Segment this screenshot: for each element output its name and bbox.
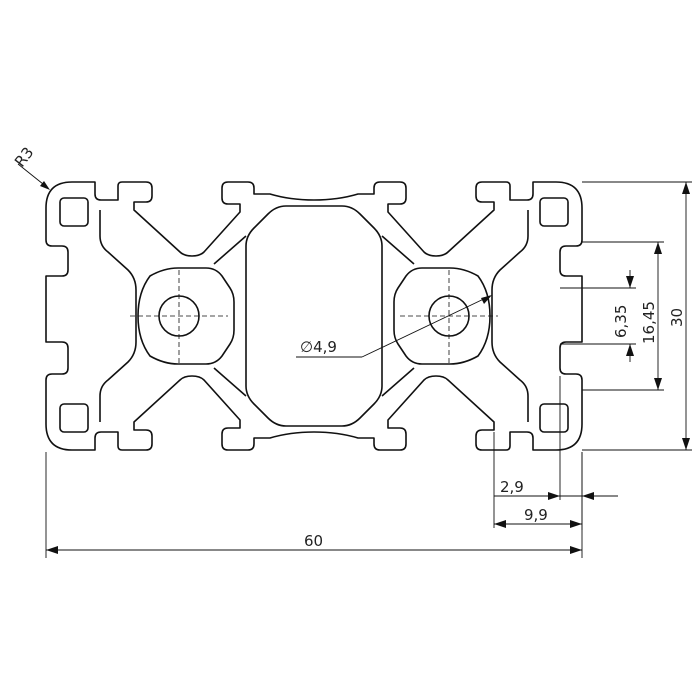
lip-thickness-dimension: 2,9	[493, 376, 618, 528]
left-inner-web	[99, 210, 137, 422]
lip-thickness-label: 2,9	[500, 478, 524, 496]
width-dimension: 60	[45, 452, 583, 558]
height-label: 30	[668, 308, 686, 327]
web-right-lower	[381, 367, 415, 397]
web-left-lower	[213, 367, 247, 397]
profile-outer-contour	[45, 181, 583, 451]
corner-cavity-top-left	[59, 197, 89, 227]
left-core	[137, 267, 235, 365]
slot-width-label: 6,35	[612, 305, 630, 338]
web-right-upper	[381, 235, 415, 265]
height-dimension: 30	[582, 181, 692, 451]
slot-outer-label: 16,45	[640, 301, 658, 344]
slot-outer-dimension: 16,45	[582, 241, 664, 391]
hole-diameter-dimension: ∅4,9	[296, 295, 492, 358]
web-left-upper	[213, 235, 247, 265]
width-label: 60	[304, 532, 323, 550]
right-core	[393, 267, 491, 365]
slot-offset-label: 9,9	[524, 506, 548, 524]
radius-dimension: R3	[11, 144, 50, 190]
corner-cavity-bottom-right	[539, 403, 569, 433]
slot-width-dimension: 6,35	[560, 270, 636, 362]
slot-offset-dimension: 9,9	[494, 452, 583, 530]
central-cavity	[245, 205, 383, 427]
corner-cavity-top-right	[539, 197, 569, 227]
hole-diameter-label: ∅4,9	[300, 338, 337, 356]
corner-cavity-bottom-left	[59, 403, 89, 433]
radius-label: R3	[11, 144, 37, 171]
